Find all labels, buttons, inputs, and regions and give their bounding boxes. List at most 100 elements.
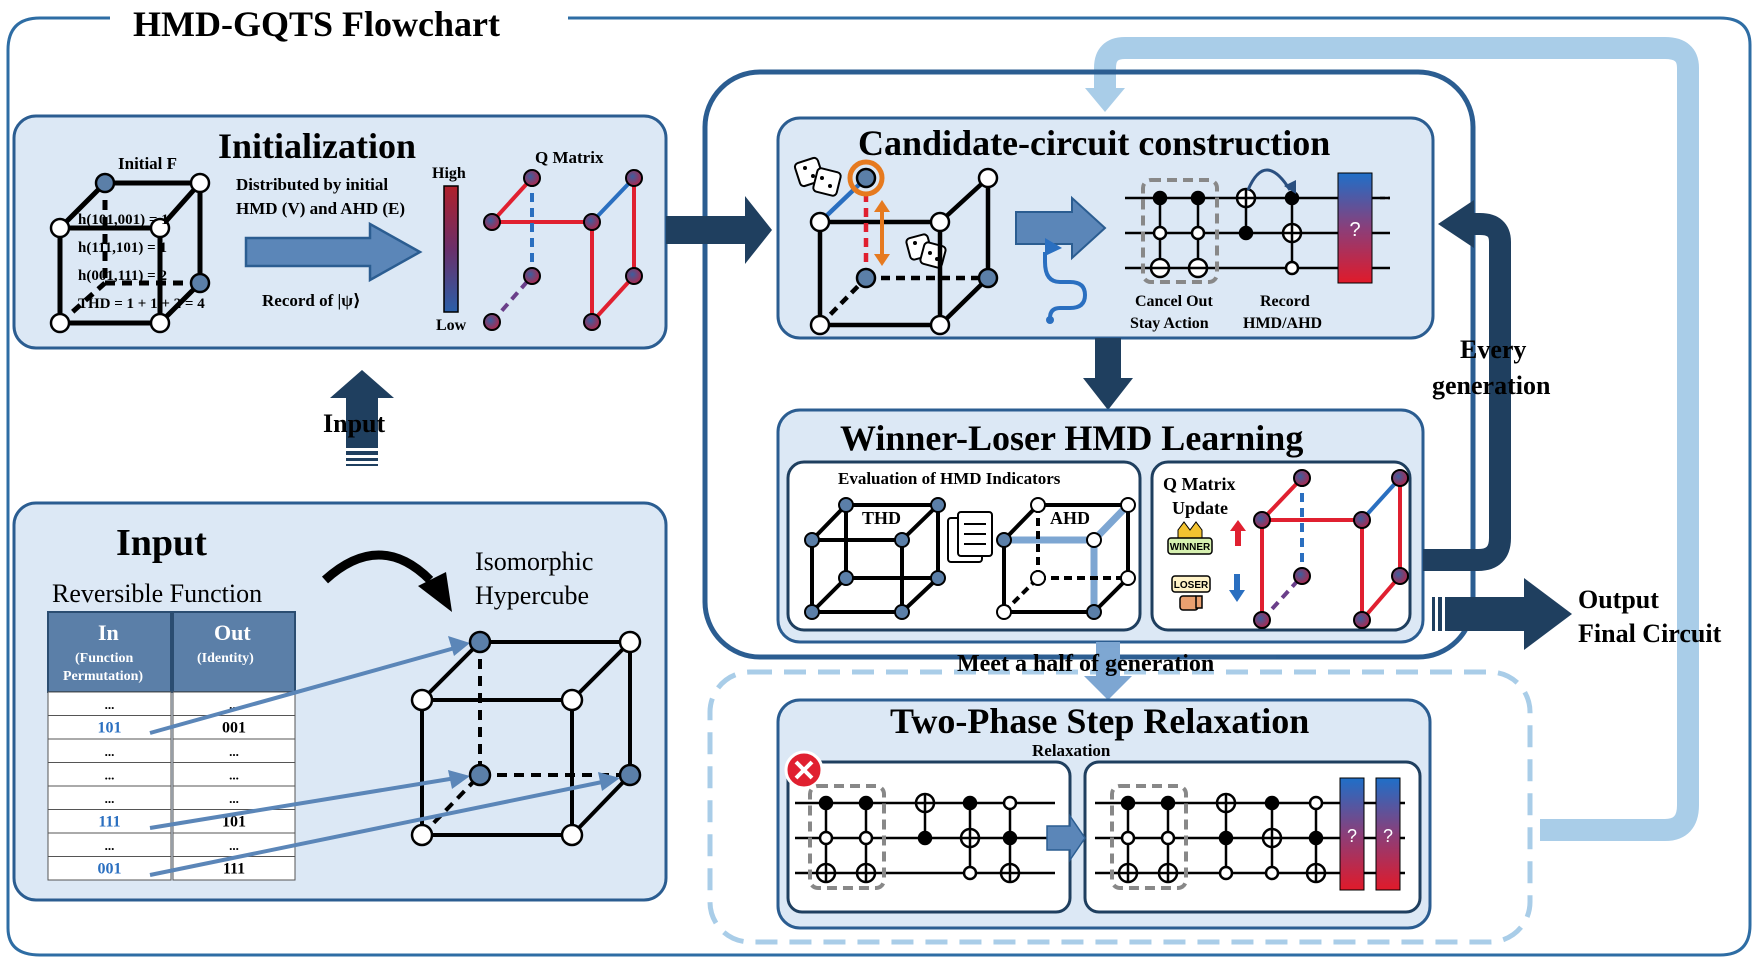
record-label-2: HMD/AHD [1243, 315, 1322, 332]
curved-black-arrow-head [418, 572, 452, 612]
candidate-cube [817, 175, 991, 328]
redo-arrow [1246, 168, 1292, 191]
relax-question-1: ? [1347, 826, 1357, 846]
winner-badge-icon: WINNER [1167, 521, 1213, 555]
input-subtitle: Reversible Function [52, 579, 262, 608]
relaxation-subtitle: Relaxation [1032, 741, 1111, 760]
arrow-candidate-to-winner [1083, 338, 1133, 410]
every-generation-arrow [1423, 213, 1511, 571]
table-cell-in: ... [105, 838, 115, 853]
candidate-arrow [1015, 195, 1107, 261]
relaxation-title: Two-Phase Step Relaxation [890, 701, 1309, 741]
hamming-eq-2: h(111,101) = 1 [78, 240, 167, 256]
function-table: In (Function Permutation) Out (Identity) [47, 611, 296, 693]
mapping-arrowheads [448, 636, 620, 791]
distributed-text-2: HMD (V) and AHD (E) [236, 199, 405, 218]
loser-badge-icon: LOSER [1171, 575, 1211, 611]
relaxation-container [707, 669, 1533, 945]
candidate-cube-nodes [809, 167, 999, 336]
meet-half-label: Meet a half of generation [957, 651, 1214, 677]
isomorphic-label-2: Hypercube [475, 581, 589, 610]
hamming-eq-1: h(101,001) = 1 [78, 212, 169, 228]
thd-label: THD [862, 508, 901, 528]
table-cell-out: 111 [223, 861, 245, 878]
qmatrix-update-panel [1150, 460, 1412, 632]
low-label: Low [436, 317, 467, 334]
relax-question-2: ? [1383, 826, 1393, 846]
qmatrix-label: Q Matrix [535, 148, 604, 167]
every-generation-arrow-head [1438, 200, 1474, 248]
every-generation-label-2: generation [1432, 371, 1551, 400]
relax-mid-arrow [1046, 813, 1086, 863]
dice-icon [793, 156, 842, 197]
output-label-1: Output [1578, 585, 1659, 614]
record-gradient-bar [1337, 172, 1373, 284]
input-arrow-label: Input [323, 409, 385, 438]
initial-f-label: Initial F [118, 154, 177, 173]
hamming-eq-3: h(001,111) = 2 [78, 268, 167, 284]
input-box: Input Reversible Function Isomorphic Hyp… [12, 501, 668, 902]
main-loop-container [702, 69, 1476, 660]
relax-bar-2 [1375, 777, 1401, 891]
relaxation-box: Two-Phase Step Relaxation Relaxation [776, 698, 1432, 930]
cancel-label-1: Cancel Out [1135, 293, 1213, 310]
checklist-icon [947, 511, 993, 563]
record-label-1: Record [1260, 293, 1310, 310]
relax-bar-1 [1339, 777, 1365, 891]
table-cell-in: ... [105, 697, 115, 712]
table-head-in-sub1: (Function [75, 651, 134, 666]
table-cell-in: ... [105, 744, 115, 759]
reject-icon [784, 750, 824, 790]
winner-loser-title: Winner-Loser HMD Learning [840, 418, 1303, 458]
input-title: Input [116, 522, 207, 564]
arrow-init-to-candidate [666, 196, 772, 264]
up-arrow-red [1230, 520, 1246, 546]
loop-arrow-light [1094, 37, 1699, 841]
table-cell-out: 001 [222, 720, 246, 737]
ahd-nodes [996, 497, 1136, 620]
table-cell-out: ... [229, 838, 239, 853]
isomorphic-label-1: Isomorphic [475, 547, 593, 576]
ahd-label: AHD [1050, 508, 1090, 528]
hypercube-nodes [410, 630, 642, 847]
output-arrow [1432, 578, 1572, 650]
thd-eq: THD = 1 + 1 + 2 = 4 [78, 296, 205, 312]
table-cell-bg [47, 856, 172, 881]
winner-badge-text: WINNER [1170, 542, 1211, 553]
output-label-2: Final Circuit [1578, 619, 1722, 648]
candidate-gates [1149, 187, 1303, 279]
candidate-title: Candidate-circuit construction [858, 123, 1330, 163]
table-cell-in: 001 [98, 861, 122, 878]
relax-gates-left [815, 792, 1021, 884]
outer-frame [6, 16, 1752, 957]
table-cell-out: ... [229, 744, 239, 759]
route-icon [1043, 252, 1088, 319]
qmatrix-update-label-1: Q Matrix [1163, 474, 1235, 494]
loser-badge-text: LOSER [1174, 580, 1209, 591]
mapping-arrows [149, 644, 613, 877]
initialization-box: Initialization Initial F h [12, 114, 668, 350]
high-label: High [432, 165, 466, 182]
table-head-in: In [98, 620, 119, 645]
evaluation-label: Evaluation of HMD Indicators [838, 469, 1061, 488]
input-up-arrow [330, 370, 394, 466]
candidate-box: Candidate-circuit construction [776, 116, 1435, 340]
initial-cube-nodes [49, 172, 211, 334]
table-cell-out: ... [229, 791, 239, 806]
winner-loser-box: Winner-Loser HMD Learning Evaluation of … [776, 408, 1425, 644]
cancel-label-2: Stay Action [1130, 315, 1209, 332]
table-cell-in: ... [105, 768, 115, 783]
meet-half-arrow [1084, 642, 1132, 700]
relax-right-cancel-box [1110, 784, 1188, 890]
selected-node-highlight [847, 159, 885, 197]
thd-cube [810, 503, 940, 614]
table-cell-in: 101 [98, 720, 122, 737]
input-hypercube [420, 640, 632, 837]
diagram-title: HMD-GQTS Flowchart [133, 4, 500, 44]
init-arrow [244, 221, 423, 283]
table-head-in-sub2: Permutation) [63, 669, 143, 684]
table-head-out-sub: (Identity) [197, 651, 254, 666]
hmd-gradient-bar [443, 185, 459, 313]
table-cell-out: 101 [222, 814, 246, 831]
